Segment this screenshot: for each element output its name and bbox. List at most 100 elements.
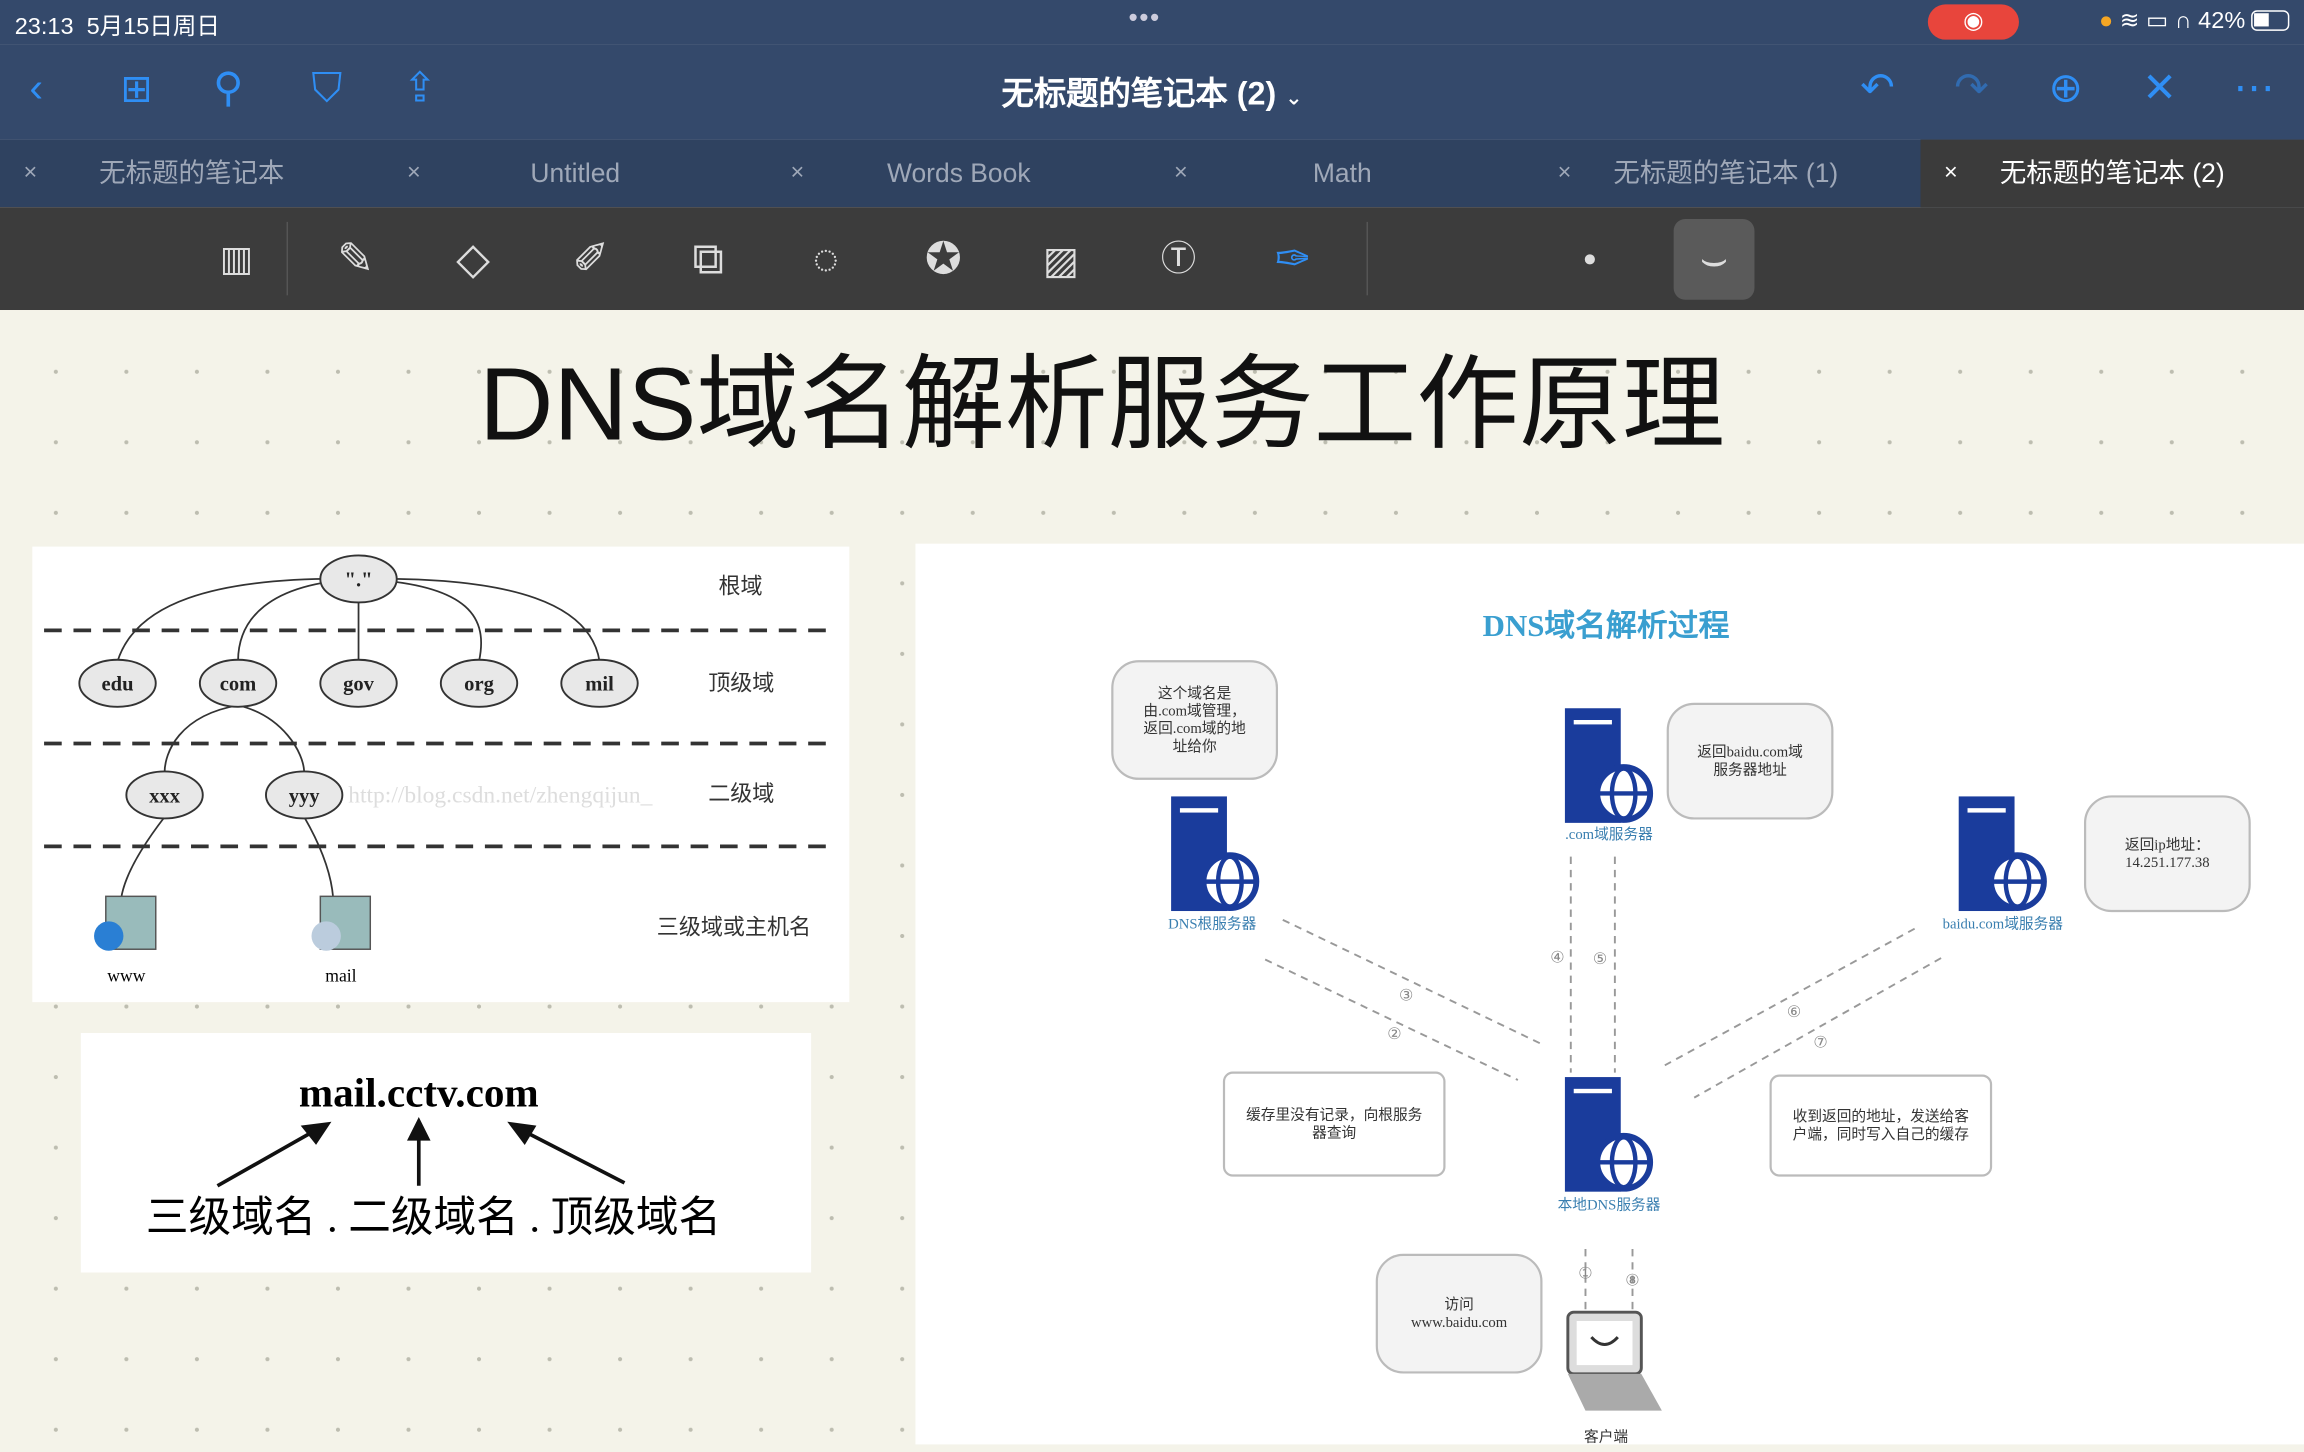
redo-icon[interactable]: ↷ (1954, 64, 1989, 111)
pen-icon[interactable]: ✎ (337, 235, 375, 284)
nav-bar: ‹ ⊞ ⚲ ⛉ ⇪ 无标题的笔记本 (2) ⌄ ↶ ↷ ⊕ ✕ ⋯ (0, 44, 2304, 140)
note-text: 这个域名是 (1158, 685, 1232, 702)
grid-icon[interactable]: ⊞ (120, 66, 153, 111)
tld-node: org (464, 674, 494, 696)
tld-node: edu (102, 674, 134, 696)
close-tab-icon[interactable]: × (790, 160, 805, 186)
note-baidu: 返回ip地址：14.251.177.38 (2083, 795, 2251, 913)
host-computer-icon (94, 895, 157, 951)
more-icon[interactable]: ⋯ (2233, 64, 2275, 111)
second-level-node: yyy (289, 785, 321, 807)
tab-notebook-2[interactable]: ×无标题的笔记本 (2) (1920, 139, 2304, 208)
step-marker: ② (1387, 1026, 1401, 1043)
step-marker: ⑧ (1625, 1273, 1639, 1290)
drawing-toolbar: ▥ ✎ ◇ ✐ ⧉ ◌ ✪ ▨ Ⓣ ✑ ● ⌣ (0, 207, 2304, 311)
highlighter-icon[interactable]: ✐ (572, 235, 610, 284)
close-tab-icon[interactable]: × (407, 160, 421, 186)
back-icon[interactable]: ‹ (29, 64, 44, 111)
image-icon[interactable]: ▨ (1042, 238, 1079, 283)
text-icon[interactable]: Ⓣ (1160, 239, 1197, 280)
tab-notebook[interactable]: ×无标题的笔记本 (0, 140, 384, 208)
status-bar: 23:13 5月15日周日 ••• ◉ ● ≋ ▭ ∩ 42% (0, 0, 2304, 45)
lasso-icon[interactable]: ◌ (812, 235, 839, 284)
step-marker: ⑤ (1593, 951, 1607, 968)
server-label: DNS根服务器 (1168, 916, 1256, 933)
page-heading: DNS域名解析服务工作原理 (479, 346, 1725, 462)
stroke-style-button[interactable]: ⌣ (1673, 218, 1755, 300)
level-label: 顶级域 (708, 671, 774, 696)
server-label: .com域服务器 (1565, 826, 1653, 843)
note-text: 返回ip地址： (2125, 836, 2210, 853)
tab-bar: ×无标题的笔记本 ×Untitled ×Words Book ×Math ×无标… (0, 139, 2304, 208)
note-text: 返回.com域的地 (1143, 720, 1246, 737)
add-page-icon[interactable]: ⊕ (2048, 64, 2083, 111)
level-label: 根域 (719, 574, 763, 599)
chevron-down-icon: ⌄ (1285, 85, 1303, 109)
divider (1366, 221, 1369, 296)
note-text: 户端，同时写入自己的缓存 (1793, 1126, 1970, 1143)
battery-icon (2251, 10, 2290, 31)
note-canvas[interactable]: DNS域名解析服务工作原理 "." edu com gov org mil xx… (0, 310, 2304, 1445)
tld-node: com (220, 674, 257, 696)
note-text: 器查询 (1312, 1124, 1356, 1141)
domain-parts-diagram: mail.cctv.com 三级域名 . 二级域名 . 顶级域名 (146, 1069, 721, 1241)
close-tab-icon[interactable]: × (1557, 160, 1572, 186)
laser-pointer-icon[interactable]: ✑ (1274, 235, 1312, 284)
close-icon[interactable]: ✕ (2142, 64, 2177, 111)
host-label: www (107, 966, 145, 986)
share-icon[interactable]: ⇪ (402, 64, 438, 111)
multitask-handle[interactable]: ••• (1128, 2, 1161, 33)
domain-tree-diagram: "." edu com gov org mil xxx yyy http://b… (44, 554, 834, 986)
step-marker: ① (1578, 1265, 1592, 1282)
note-text: 由.com域管理， (1143, 703, 1245, 720)
search-icon[interactable]: ⚲ (213, 64, 244, 111)
server-label: 客户端 (1584, 1428, 1628, 1444)
screen-record-icon[interactable]: ◉ (1927, 4, 2019, 40)
watermark: http://blog.csdn.net/zhengqijun_ (348, 782, 652, 808)
tab-words-book[interactable]: ×Words Book (767, 140, 1151, 208)
tab-untitled[interactable]: ×Untitled (384, 140, 768, 208)
note-text: 访问 (1444, 1296, 1473, 1313)
note-text: 服务器地址 (1713, 761, 1787, 778)
domain-part-labels: 三级域名 . 二级域名 . 顶级域名 (146, 1194, 721, 1241)
step-marker: ⑥ (1787, 1004, 1801, 1021)
root-server-icon (1171, 796, 1260, 912)
tld-node: gov (343, 674, 375, 696)
shapes-icon[interactable]: ⧉ (692, 235, 724, 284)
close-tab-icon[interactable]: × (23, 160, 38, 186)
dns-process-image: DNS域名解析过程 ① ⑧ ② ③ ④ ⑤ ⑥ ⑦ DNS根服务器 .com域服… (915, 543, 2304, 1445)
server-label: baidu.com域服务器 (1943, 916, 2064, 933)
notebook-title[interactable]: 无标题的笔记本 (2) ⌄ (1001, 74, 1303, 112)
step-marker: ③ (1399, 988, 1413, 1005)
level-label: 二级域 (708, 781, 774, 806)
tab-math[interactable]: ×Math (1151, 140, 1535, 208)
server-label: 本地DNS服务器 (1558, 1196, 1661, 1213)
tab-notebook-1[interactable]: ×无标题的笔记本 (1) (1534, 140, 1918, 208)
root-node: "." (345, 569, 373, 591)
domain-example: mail.cctv.com (299, 1069, 539, 1115)
close-tab-icon[interactable]: × (1174, 160, 1188, 186)
bookmark-icon[interactable]: ⛉ (311, 64, 343, 111)
pen-size-dot[interactable]: ● (1582, 246, 1597, 272)
eraser-icon[interactable]: ◇ (456, 235, 491, 284)
client-laptop-icon (1566, 1310, 1662, 1411)
host-label: mail (325, 966, 356, 986)
undo-icon[interactable]: ↶ (1860, 64, 1895, 111)
process-title: DNS域名解析过程 (1483, 609, 1730, 643)
level-label: 三级域或主机名 (657, 915, 811, 940)
reader-icon[interactable]: ▥ (219, 239, 254, 280)
note-text: 缓存里没有记录，向根服务 (1246, 1107, 1423, 1124)
second-level-node: xxx (149, 785, 181, 807)
close-tab-icon[interactable]: × (1944, 160, 1958, 186)
sticker-icon[interactable]: ✪ (924, 235, 962, 284)
step-marker: ④ (1550, 949, 1564, 966)
baidu-server-icon (1958, 796, 2047, 912)
local-dns-server-icon (1564, 1077, 1654, 1192)
note-text: 收到返回的地址，发送给客 (1793, 1108, 1970, 1125)
mail-computer-icon (311, 895, 372, 951)
